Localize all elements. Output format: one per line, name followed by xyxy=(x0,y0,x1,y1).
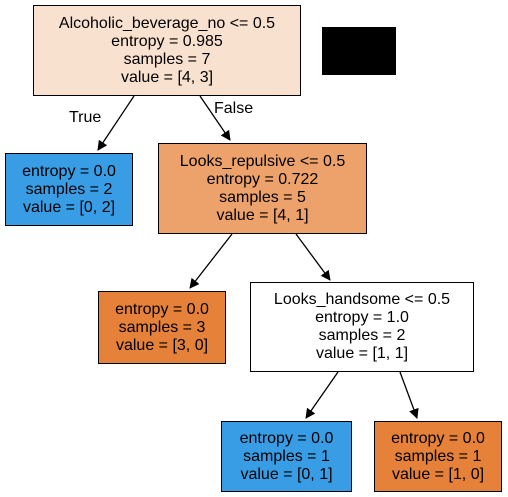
mid-leaf-value: value = [3, 0] xyxy=(115,336,209,354)
left-leaf-value: value = [0, 2] xyxy=(22,198,116,216)
left-leaf-samples: samples = 2 xyxy=(25,180,113,198)
bottom-right-leaf-value: value = [1, 0] xyxy=(391,465,485,483)
bottom-left-leaf-node: entropy = 0.0 samples = 1 value = [0, 1] xyxy=(221,421,352,492)
handsome-split-condition: Looks_handsome <= 0.5 xyxy=(273,291,451,308)
bottom-left-leaf-value: value = [0, 1] xyxy=(240,465,333,483)
left-leaf-node: entropy = 0.0 samples = 2 value = [0, 2] xyxy=(5,153,133,226)
mid-leaf-samples: samples = 3 xyxy=(118,318,206,336)
bottom-right-leaf-node: entropy = 0.0 samples = 1 value = [1, 0] xyxy=(374,421,502,492)
root-condition: Alcoholic_beverage_no <= 0.5 xyxy=(58,14,276,32)
root-entropy: entropy = 0.985 xyxy=(111,32,223,50)
edge-handsome-to-bottom-left xyxy=(305,371,339,419)
root-node: Alcoholic_beverage_no <= 0.5 entropy = 0… xyxy=(33,5,301,96)
root-samples: samples = 7 xyxy=(123,50,211,68)
edge-handsome-to-bottom-right xyxy=(399,371,419,419)
mid-leaf-node: entropy = 0.0 samples = 3 value = [3, 0] xyxy=(98,291,226,364)
bottom-left-leaf-samples: samples = 1 xyxy=(243,447,330,465)
handsome-split-samples: samples = 2 xyxy=(318,327,406,344)
edge-right-split-to-mid-leaf xyxy=(189,233,233,289)
mid-leaf-entropy: entropy = 0.0 xyxy=(115,300,209,318)
right-split-condition: Looks_repulsive <= 0.5 xyxy=(179,152,346,170)
bottom-right-leaf-entropy: entropy = 0.0 xyxy=(391,429,485,447)
right-split-samples: samples = 5 xyxy=(219,188,306,206)
false-edge-label: False xyxy=(214,100,254,117)
edge-root-to-left-leaf xyxy=(97,95,135,151)
edge-right-split-to-handsome-split xyxy=(295,233,331,281)
left-leaf-entropy: entropy = 0.0 xyxy=(22,162,116,180)
handsome-split-node: Looks_handsome <= 0.5 entropy = 1.0 samp… xyxy=(250,282,474,372)
bottom-left-leaf-entropy: entropy = 0.0 xyxy=(239,429,334,447)
right-split-value: value = [4, 1] xyxy=(216,206,309,224)
handsome-split-value: value = [1, 1] xyxy=(315,345,409,362)
edge-root-to-right-split xyxy=(199,95,231,141)
bottom-right-leaf-samples: samples = 1 xyxy=(394,447,482,465)
right-split-entropy: entropy = 0.722 xyxy=(206,170,319,188)
right-split-node: Looks_repulsive <= 0.5 entropy = 0.722 s… xyxy=(158,143,367,234)
handsome-split-entropy: entropy = 1.0 xyxy=(315,309,409,326)
redaction-box xyxy=(322,27,396,75)
true-edge-label: True xyxy=(69,109,102,126)
root-value: value = [4, 3] xyxy=(120,68,214,86)
